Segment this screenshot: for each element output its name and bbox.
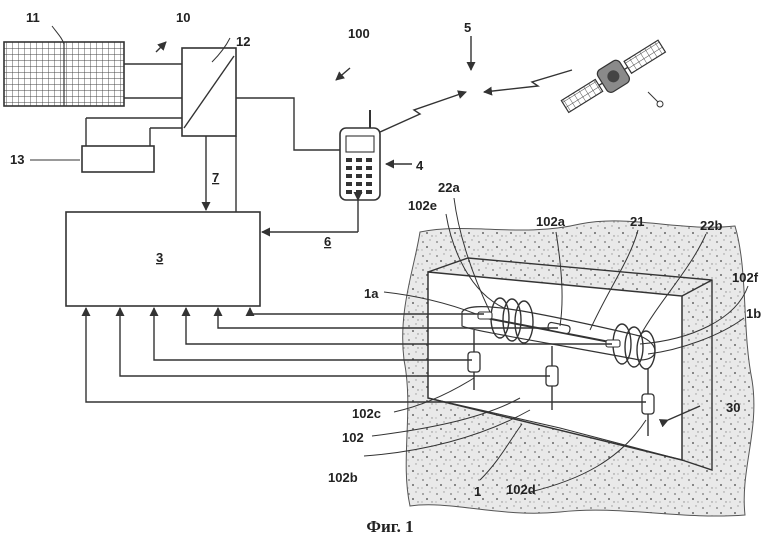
label-1: 1 xyxy=(474,484,481,499)
label-11: 11 xyxy=(26,10,40,25)
label-102d: 102d xyxy=(506,482,536,497)
battery xyxy=(82,118,182,172)
label-13: 13 xyxy=(10,152,24,167)
label-22b: 22b xyxy=(700,218,722,233)
label-7: 7 xyxy=(212,170,219,185)
label-6: 6 xyxy=(324,234,331,249)
figure-caption: Фиг. 1 xyxy=(366,517,413,536)
label-102e: 102e xyxy=(408,198,437,213)
ground-pit xyxy=(403,221,754,516)
label-21: 21 xyxy=(630,214,644,229)
label-1b: 1b xyxy=(746,306,761,321)
label-102f: 102f xyxy=(732,270,759,285)
label-102b: 102b xyxy=(328,470,358,485)
label-5: 5 xyxy=(464,20,471,35)
satellite xyxy=(558,35,668,117)
label-22a: 22a xyxy=(438,180,460,195)
charge-controller xyxy=(182,48,236,136)
label-1a: 1a xyxy=(364,286,379,301)
label-12: 12 xyxy=(236,34,250,49)
label-30: 30 xyxy=(726,400,740,415)
satellite-modem xyxy=(340,110,380,200)
solar-panel xyxy=(4,42,124,106)
label-102: 102 xyxy=(342,430,364,445)
label-102c: 102c xyxy=(352,406,381,421)
label-10: 10 xyxy=(176,10,190,25)
label-102a: 102a xyxy=(536,214,566,229)
label-100: 100 xyxy=(348,26,370,41)
label-4: 4 xyxy=(416,158,424,173)
label-3: 3 xyxy=(156,250,163,265)
